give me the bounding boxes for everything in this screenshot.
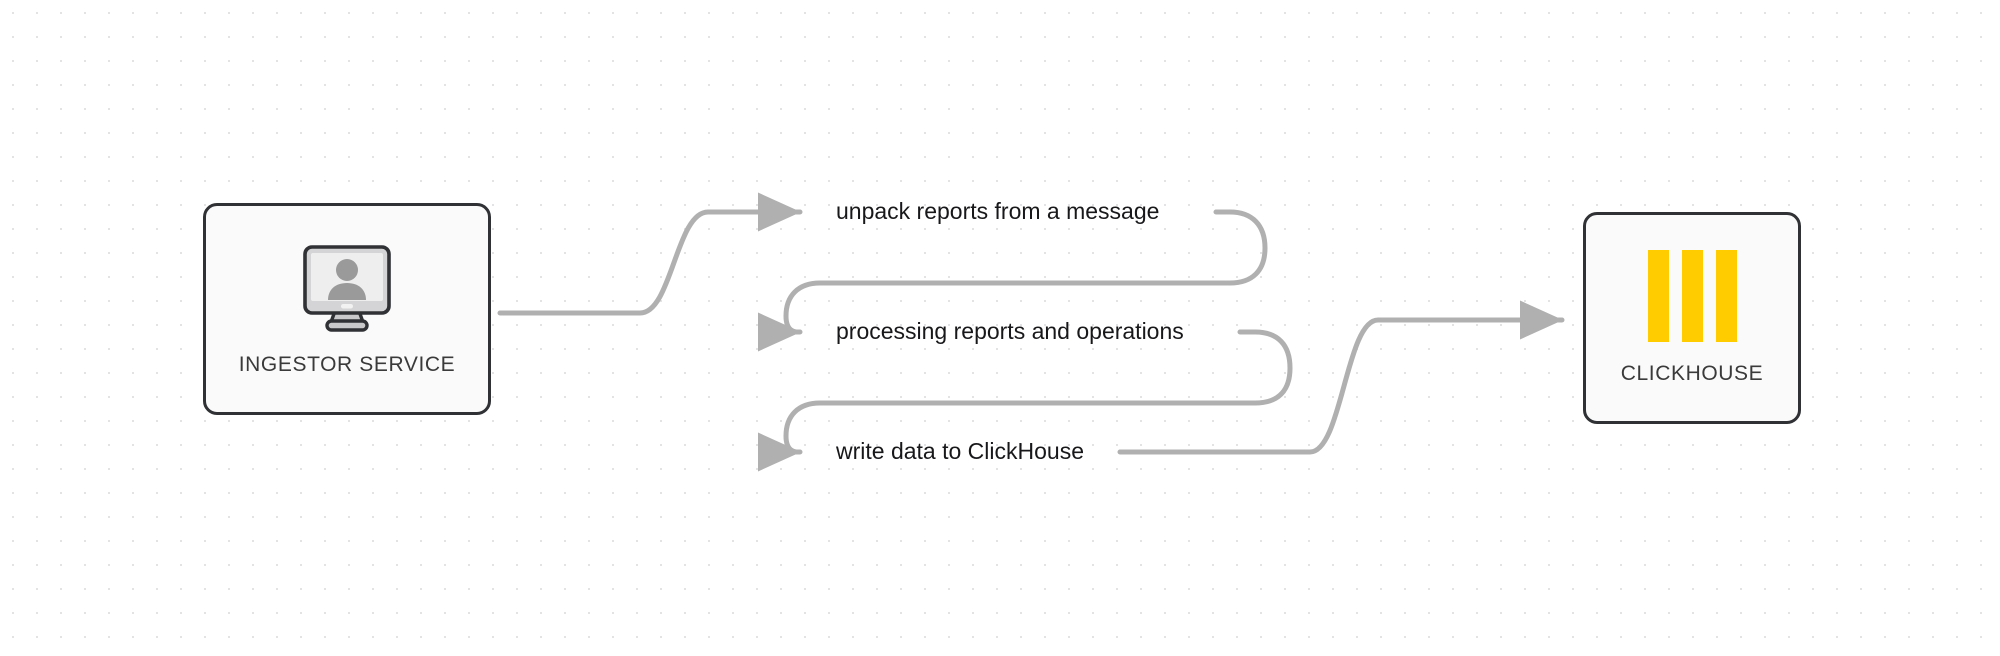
edge-path-unpack	[497, 192, 803, 316]
edge-path-processing	[757, 209, 1268, 352]
monitor-user-icon	[291, 241, 403, 337]
edge-path-write	[757, 329, 1293, 472]
clickhouse-bar-2	[1681, 250, 1703, 342]
node-label-ingestor-service: INGESTOR SERVICE	[238, 353, 456, 376]
node-label-clickhouse: CLICKHOUSE	[1620, 362, 1764, 385]
node-clickhouse[interactable]: CLICKHOUSE	[1583, 212, 1801, 424]
edge-label-write: write data to ClickHouse	[836, 438, 1084, 464]
clickhouse-bar-1	[1647, 250, 1669, 342]
edge-label-processing: processing reports and operations	[836, 318, 1184, 344]
node-ingestor-service[interactable]: INGESTOR SERVICE	[203, 203, 491, 415]
clickhouse-bar-3	[1715, 250, 1737, 342]
edge-label-unpack: unpack reports from a message	[836, 198, 1160, 224]
clickhouse-bars-icon	[1642, 250, 1742, 342]
edge-path-clickhouse	[1117, 300, 1565, 455]
